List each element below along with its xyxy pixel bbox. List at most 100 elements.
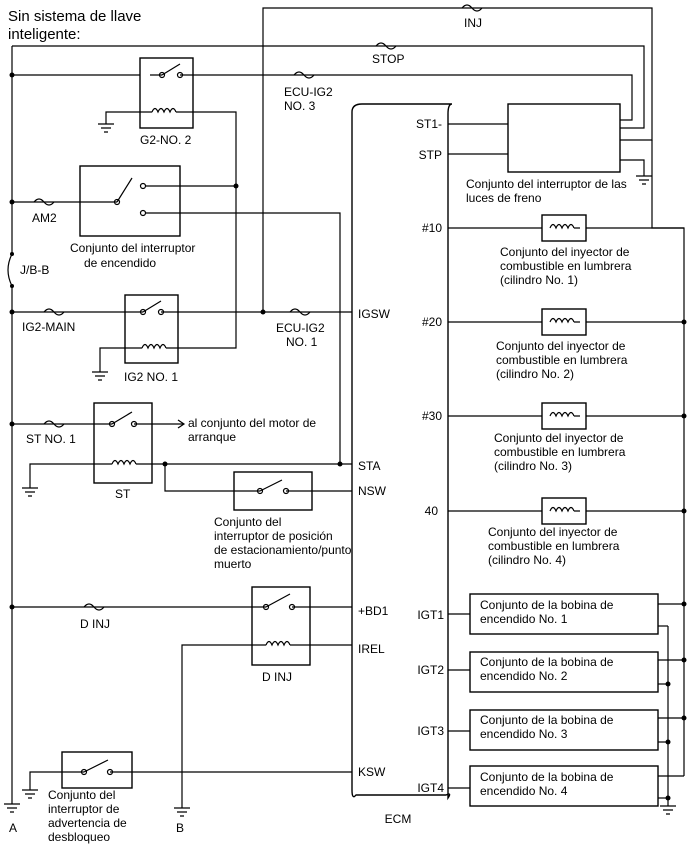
ecu-ig2-no1-label-2: NO. 1 (286, 335, 318, 349)
terminal-10: #10 (422, 221, 442, 235)
terminal-irel: IREL (358, 642, 385, 656)
unlock-warning-label-1: Conjunto del (48, 788, 115, 802)
injector4-label-2: combustible en lumbrera (488, 539, 620, 553)
ignition-switch-label-1: Conjunto del interruptor (70, 241, 195, 255)
unlock-warning-switch (61, 751, 133, 789)
terminal-30: #30 (422, 409, 442, 423)
st-relay-label: ST (115, 487, 131, 501)
inj-fuse-icon (461, 4, 483, 12)
ground-icon (92, 371, 108, 381)
ecm-box (351, 103, 453, 801)
ig2-no1-coil-icon (125, 343, 193, 350)
connector-b: B (176, 821, 184, 835)
terminal-igt1: IGT1 (417, 608, 444, 622)
ground-icon (636, 175, 652, 185)
ground-icon (22, 487, 38, 497)
terminal-sta: STA (358, 459, 380, 473)
ig2-no1-relay (124, 294, 179, 364)
g2-no2-coil-feed (193, 111, 237, 186)
injector1-label-2: combustible en lumbrera (500, 259, 632, 273)
b-wire (181, 644, 252, 808)
inj-label: INJ (464, 16, 482, 30)
stop-label: STOP (372, 52, 404, 66)
park-neutral-label-2: interruptor de posición (214, 529, 333, 543)
injector3-label-1: Conjunto del inyector de (494, 431, 624, 445)
ignition-st-wire (180, 212, 341, 466)
injector2-label-3: (cilindro No. 2) (496, 367, 574, 381)
ignition-switch-icon (80, 177, 180, 214)
terminal-ksw: KSW (358, 765, 386, 779)
unlock-warning-label-3: advertencia de (48, 816, 127, 830)
ignition-coil2 (469, 651, 659, 693)
unlock-warning-switch-icon (62, 759, 132, 773)
injector2-coil-icon (549, 317, 580, 324)
st-no1-fuse-icon (43, 420, 65, 428)
ignition-coil3 (469, 709, 659, 751)
g2-no2-relay (139, 57, 194, 129)
coil1-label-1: Conjunto de la bobina de (480, 598, 614, 612)
d-inj-relay-label: D INJ (262, 670, 292, 684)
coil4-label-1: Conjunto de la bobina de (480, 770, 614, 784)
injector4-label-1: Conjunto del inyector de (488, 525, 618, 539)
terminal-igt2: IGT2 (417, 663, 444, 677)
brake-light-label-2: luces de freno (466, 191, 542, 205)
injector3-coil-icon (549, 411, 580, 418)
ground-icon (660, 805, 676, 815)
connector-a: A (9, 821, 17, 835)
ground-icon (22, 789, 38, 799)
ignition-coil1 (469, 593, 659, 635)
park-neutral-switch-icon (234, 479, 312, 492)
g2-no2-coil-icon (140, 107, 193, 114)
ecu-ig2-no3-fuse-icon (293, 71, 315, 79)
injector4-label-3: (cilindro No. 4) (488, 553, 566, 567)
d-inj-fuse-icon (83, 603, 105, 611)
g2-no2-label: G2-NO. 2 (140, 133, 192, 147)
diagram-title-line1: Sin sistema de llave (8, 8, 141, 25)
starter-arrow-icon (176, 419, 186, 429)
unlock-warning-label-4: desbloqueo (48, 830, 110, 844)
injector1-coil-icon (549, 223, 580, 230)
d-inj-label: D INJ (80, 617, 110, 631)
stop-fuse-icon (375, 42, 397, 50)
ignition-coil4 (469, 765, 659, 807)
injector1-label-1: Conjunto del inyector de (500, 245, 630, 259)
terminal-igsw: IGSW (358, 307, 391, 321)
brake-light-label-1: Conjunto del interruptor de las (466, 177, 627, 191)
coil3-label-2: encendido No. 3 (480, 727, 568, 741)
starter-label-2: arranque (188, 430, 236, 444)
injector3-label-2: combustible en lumbrera (494, 445, 626, 459)
nsw-wire (164, 464, 352, 492)
d-inj-coil-icon (252, 640, 310, 647)
d-inj-relay (251, 586, 311, 666)
unlock-warning-label-2: interruptor de (48, 802, 120, 816)
terminal-nsw: NSW (358, 484, 387, 498)
ig2-main-fuse-icon (43, 308, 65, 316)
g2-no2-ground-wire (105, 111, 140, 124)
brake-light-switch (507, 103, 621, 173)
starter-label-1: al conjunto del motor de (188, 416, 316, 430)
st-coil-icon (94, 459, 152, 466)
ecu-ig2-no1-fuse-icon (289, 308, 311, 316)
st-no1-label: ST NO. 1 (26, 432, 76, 446)
am2-fuse-icon (33, 198, 55, 206)
ground-b-icon (174, 807, 190, 817)
injector2-label-1: Conjunto del inyector de (496, 339, 626, 353)
coil3-label-1: Conjunto de la bobina de (480, 713, 614, 727)
coil2-label-2: encendido No. 2 (480, 669, 568, 683)
ig2-no1-ground-wire (99, 347, 125, 372)
inj-wire (262, 7, 653, 312)
ground-a-icon (4, 803, 20, 813)
unlock-ground-wire (29, 771, 62, 790)
injector4-coil-icon (549, 506, 580, 513)
ignition-switch-label-2: de encendido (84, 256, 156, 270)
injector1-label-3: (cilindro No. 1) (500, 273, 578, 287)
terminal-st1: ST1- (416, 117, 442, 131)
terminal-20: #20 (422, 315, 442, 329)
park-neutral-label-3: de estacionamiento/punto (214, 543, 352, 557)
jbb-label: J/B-B (20, 263, 49, 277)
st-relay (93, 402, 153, 484)
ig2-main-label: IG2-MAIN (22, 320, 75, 334)
ignition-out-wire (180, 185, 237, 349)
coil1-label-2: encendido No. 1 (480, 612, 568, 626)
